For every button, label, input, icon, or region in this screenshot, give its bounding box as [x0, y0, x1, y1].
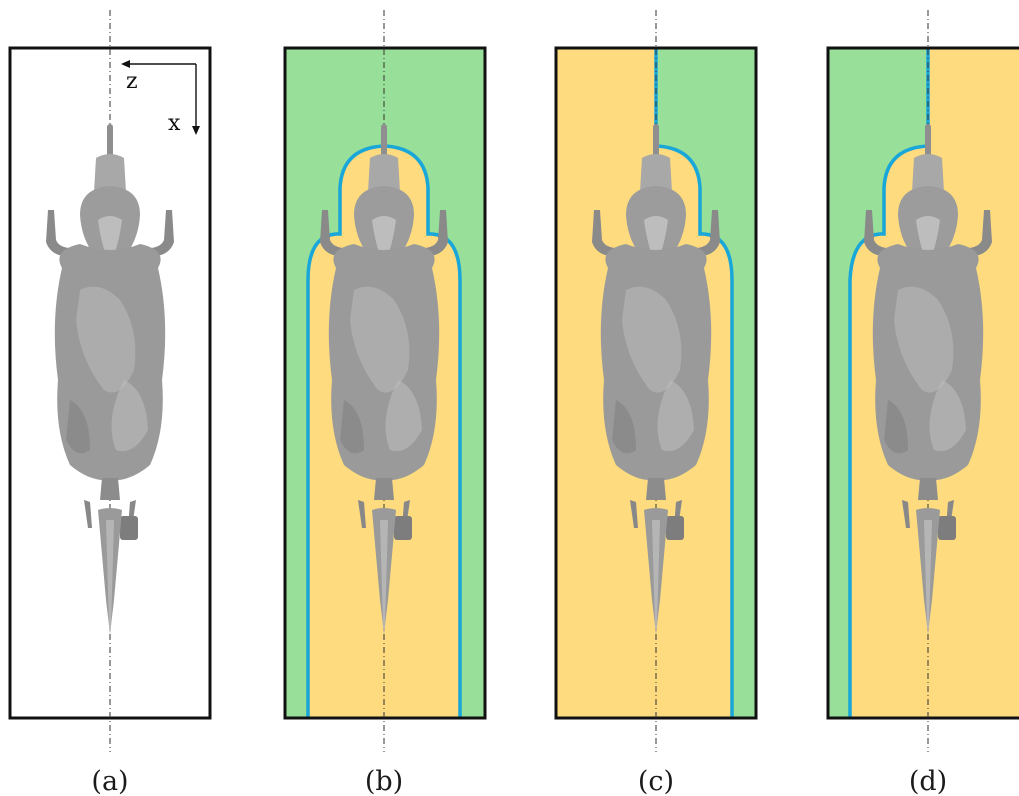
axes-indicator: z x	[121, 60, 200, 136]
panel-a: z x	[8, 10, 212, 752]
panel-c-green-region	[656, 48, 756, 718]
panel-c	[554, 10, 758, 752]
panel-d-interface-line	[848, 48, 930, 718]
panel-d	[826, 10, 1019, 752]
axis-x-label: x	[168, 111, 181, 136]
caption-b: (b)	[365, 766, 403, 796]
panel-b	[283, 10, 487, 752]
panel-d-green-region	[828, 48, 928, 718]
caption-a: (a)	[91, 766, 128, 796]
caption-d: (d)	[909, 766, 947, 796]
caption-c: (c)	[638, 766, 674, 796]
panel-b-frame	[283, 46, 487, 720]
axis-z-label: z	[126, 69, 138, 94]
panel-c-interface-line	[654, 48, 734, 718]
